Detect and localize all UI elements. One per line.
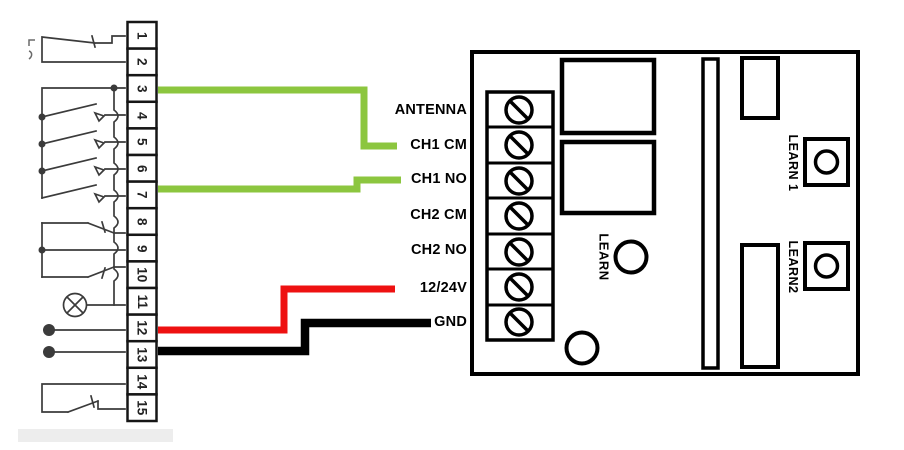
- learn-button: [613, 239, 649, 275]
- switch-circuit: [38, 34, 126, 414]
- terminal-strip: [126, 20, 158, 423]
- terminal-number-8: 8: [134, 217, 150, 226]
- wire-black-ground: [158, 318, 431, 356]
- screw-terminal-block: [485, 90, 555, 342]
- relay-1: [559, 57, 657, 136]
- component-top: [740, 56, 780, 120]
- terminal-number-12: 12: [134, 320, 150, 336]
- component-bottom: [740, 243, 780, 369]
- terminal-number-6: 6: [134, 164, 150, 173]
- wire-green-ch1cm: [158, 86, 397, 150]
- pushbutton-switches: [40, 102, 126, 204]
- terminal-number-5: 5: [134, 138, 150, 146]
- safety-contacts: [38, 220, 126, 280]
- learn1-button: [803, 137, 850, 187]
- terminal-number-9: 9: [134, 244, 150, 253]
- learn2-button: [803, 241, 850, 291]
- terminal-number-1: 1: [134, 31, 150, 40]
- terminal-number-10: 10: [134, 267, 150, 283]
- wire-green-ch1no: [158, 176, 401, 193]
- label-ground: GND: [434, 314, 467, 330]
- label-ch2-no: CH2 NO: [411, 242, 467, 258]
- screw-icons: [504, 95, 534, 337]
- label-learn: LEARN: [596, 233, 612, 281]
- terminal-number-14: 14: [134, 373, 150, 389]
- label-learn1: LEARN 1: [786, 134, 800, 192]
- label-learn2: LEARN2: [786, 240, 800, 294]
- label-power: 12/24V: [419, 280, 467, 296]
- label-ch1-no: CH1 NO: [411, 171, 467, 187]
- terminal-number-15: 15: [134, 400, 150, 416]
- label-ch1-cm: CH1 CM: [410, 137, 467, 153]
- common-bus: [38, 84, 126, 199]
- wire-red-power: [158, 285, 395, 334]
- terminal-number-3: 3: [134, 84, 150, 93]
- board-hole: [564, 330, 600, 366]
- pin-header-strip: [701, 57, 720, 370]
- terminal-number-11: 11: [134, 294, 150, 309]
- scan-artifacts: [18, 39, 173, 442]
- power-feed-points: [43, 324, 126, 358]
- receiver-board: [470, 50, 860, 376]
- label-ch2-cm: CH2 CM: [410, 207, 467, 223]
- terminal-number-7: 7: [134, 191, 150, 199]
- terminal-number-13: 13: [134, 347, 150, 363]
- lamp-icon: [62, 292, 126, 318]
- label-antenna: ANTENNA: [394, 102, 467, 118]
- hookup-wires: [158, 86, 431, 356]
- terminal-number-4: 4: [134, 111, 150, 120]
- switch-1-2: [41, 34, 126, 63]
- relay-2: [559, 139, 657, 216]
- terminal-number-2: 2: [134, 58, 150, 66]
- switch-14-15: [41, 383, 126, 414]
